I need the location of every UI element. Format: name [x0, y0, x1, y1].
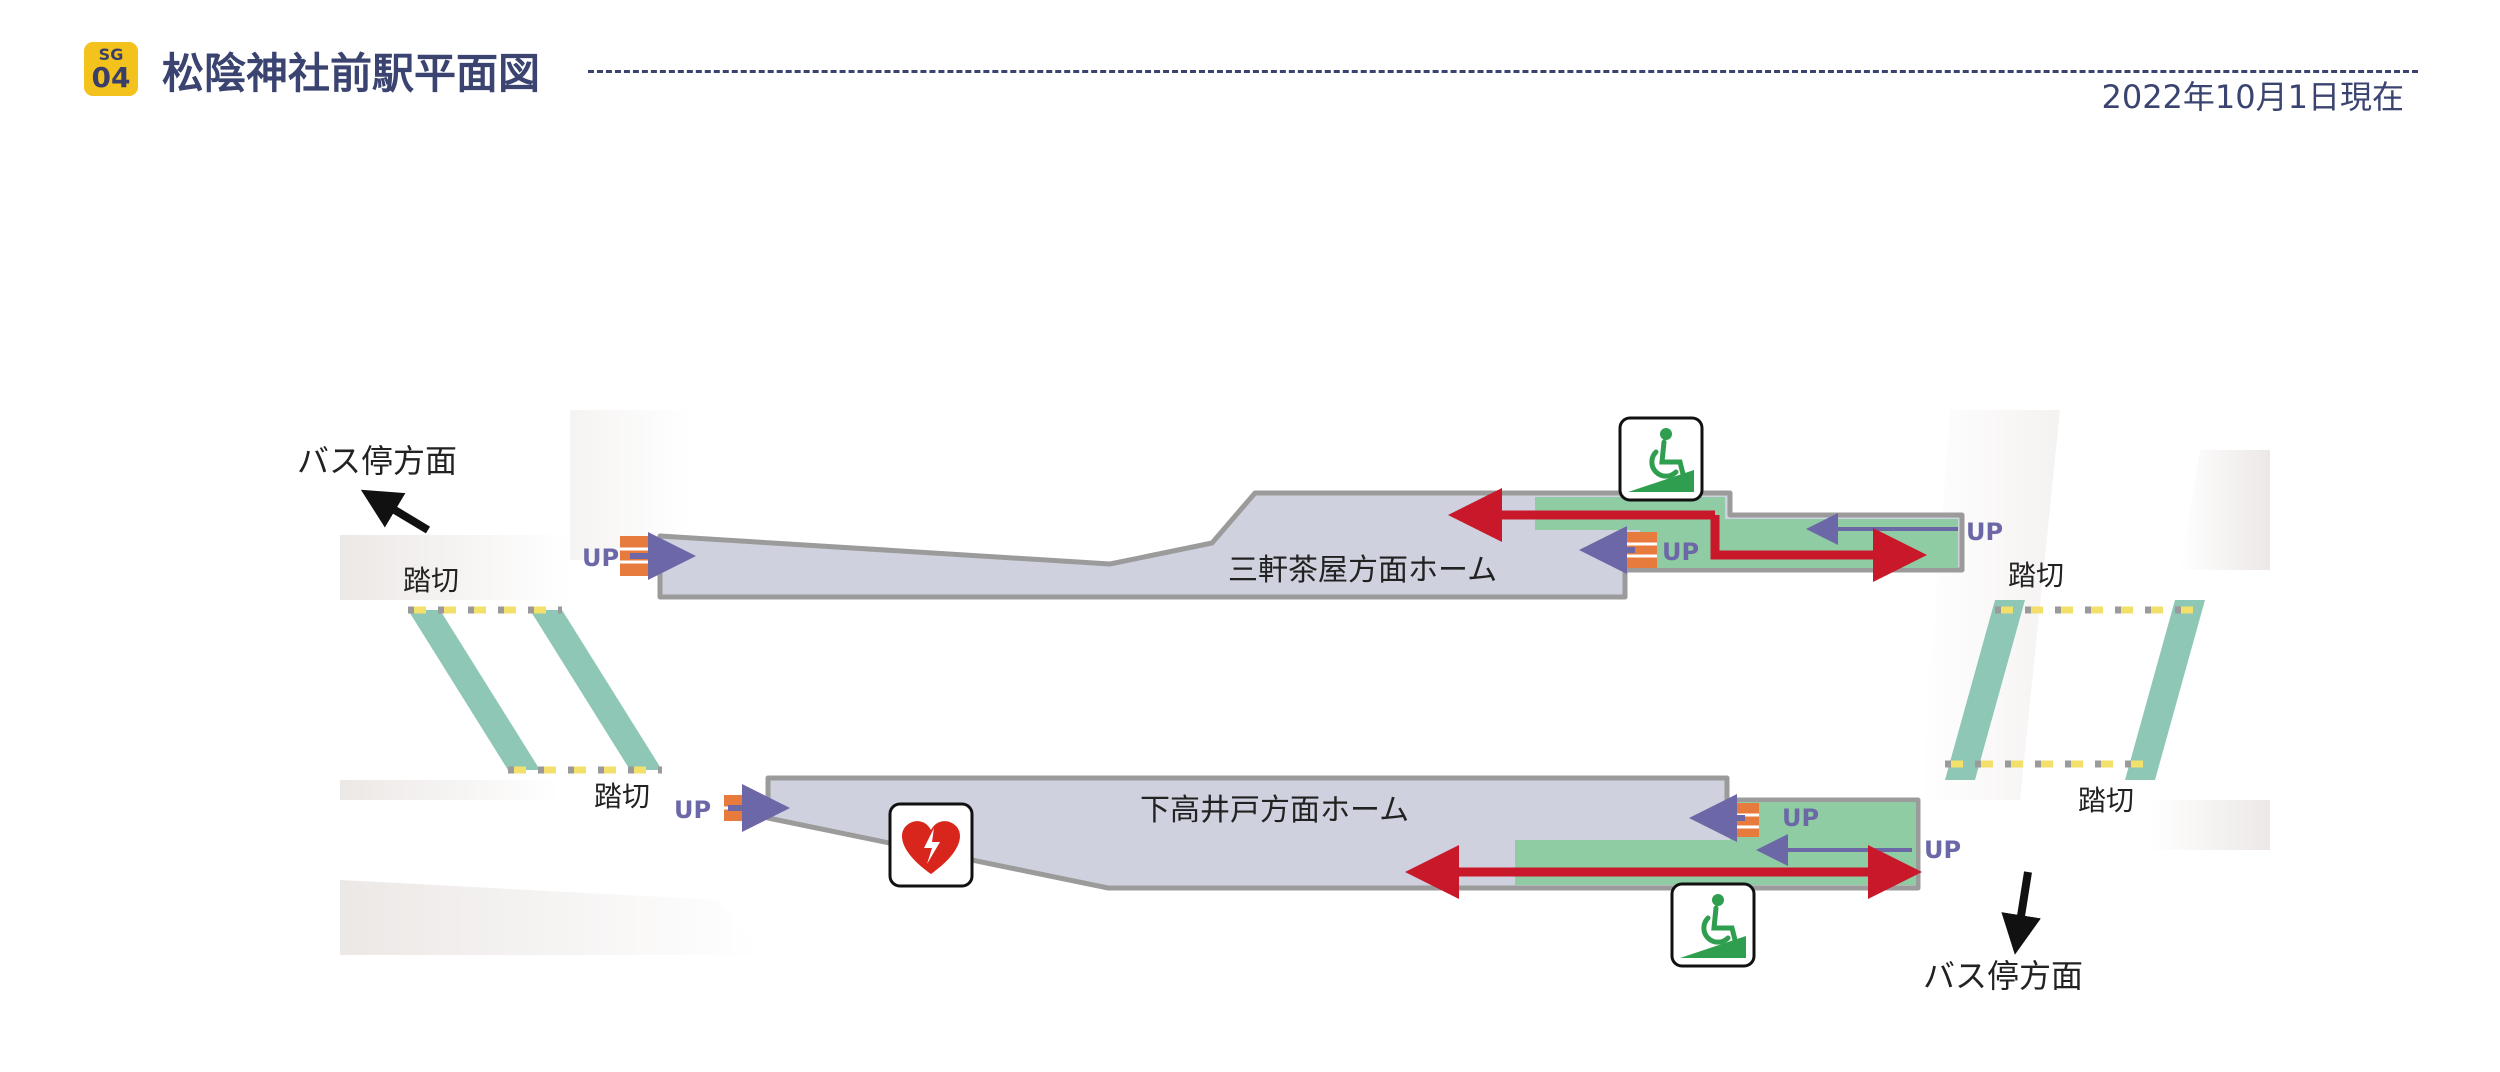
barrier-free-routes — [1405, 488, 1927, 899]
railroad-crossing-left — [408, 606, 662, 774]
header: SG 04 松陰神社前駅平面図 2022年10月1日現在 — [0, 0, 2500, 140]
roads-background — [340, 410, 2270, 955]
crossing-label-right-bottom: 踏切 — [2078, 784, 2134, 817]
up-label: UP — [1966, 518, 2003, 546]
bus-stop-label-upper-left: バス停方面 — [297, 442, 457, 480]
wheelchair-slope-icon — [1618, 416, 1704, 502]
up-label: UP — [1662, 538, 1699, 566]
as-of-date: 2022年10月1日現在 — [2101, 78, 2404, 116]
platform-lower-label: 下高井戸方面ホーム — [1140, 793, 1409, 828]
up-label: UP — [582, 544, 619, 572]
header-divider — [588, 70, 2418, 73]
aed-heart-icon — [888, 802, 974, 888]
page-title: 松陰神社前駅平面図 — [162, 49, 541, 98]
platform-lower — [765, 775, 1921, 891]
crossing-label-right-top: 踏切 — [2008, 559, 2064, 592]
bus-stop-arrow-upper-left — [360, 489, 431, 534]
up-label: UP — [674, 796, 711, 824]
station-badge: SG 04 — [84, 42, 138, 96]
up-label: UP — [1782, 804, 1819, 832]
up-label: UP — [1924, 836, 1961, 864]
bus-stop-label-lower-right: バス停方面 — [1923, 957, 2083, 995]
bus-stop-arrow-lower-right — [2001, 871, 2041, 955]
station-number: 04 — [91, 61, 131, 94]
platform-upper-label: 三軒茶屋方面ホーム — [1228, 553, 1497, 588]
line-code: SG — [98, 45, 124, 64]
railroad-crossing-right — [1945, 600, 2205, 780]
wheelchair-slope-icon — [1670, 882, 1756, 968]
crossing-label-left-top: 踏切 — [403, 564, 459, 597]
crossing-label-left-bottom: 踏切 — [594, 780, 650, 813]
